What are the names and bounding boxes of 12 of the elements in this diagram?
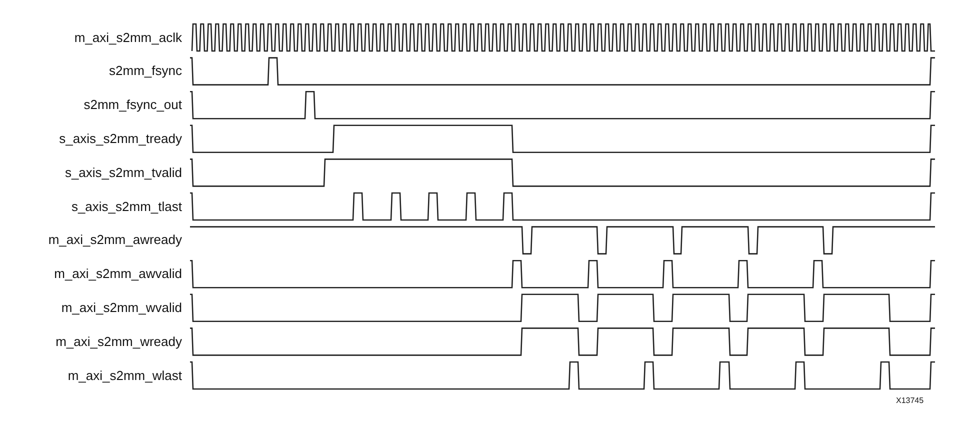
- signal-name: m_axi_s2mm_wvalid: [61, 300, 182, 316]
- signal-name: s_axis_s2mm_tlast: [71, 198, 182, 214]
- signal-name: m_axi_s2mm_wlast: [68, 368, 182, 384]
- signal-name: m_axi_s2mm_wready: [56, 334, 182, 350]
- signal-name: s_axis_s2mm_tvalid: [64, 164, 182, 181]
- signal-name: s2mm_fsync_out: [84, 97, 182, 114]
- signal-name: s_axis_s2mm_tready: [59, 130, 182, 147]
- signal-name: m_axi_s2mm_awready: [48, 232, 182, 248]
- signal-name: m_axi_s2mm_aclk: [74, 30, 182, 46]
- signal-name: s2mm_fsync: [109, 63, 182, 80]
- figure-number: X13745: [896, 396, 924, 405]
- signal-name: m_axi_s2mm_awvalid: [54, 266, 182, 282]
